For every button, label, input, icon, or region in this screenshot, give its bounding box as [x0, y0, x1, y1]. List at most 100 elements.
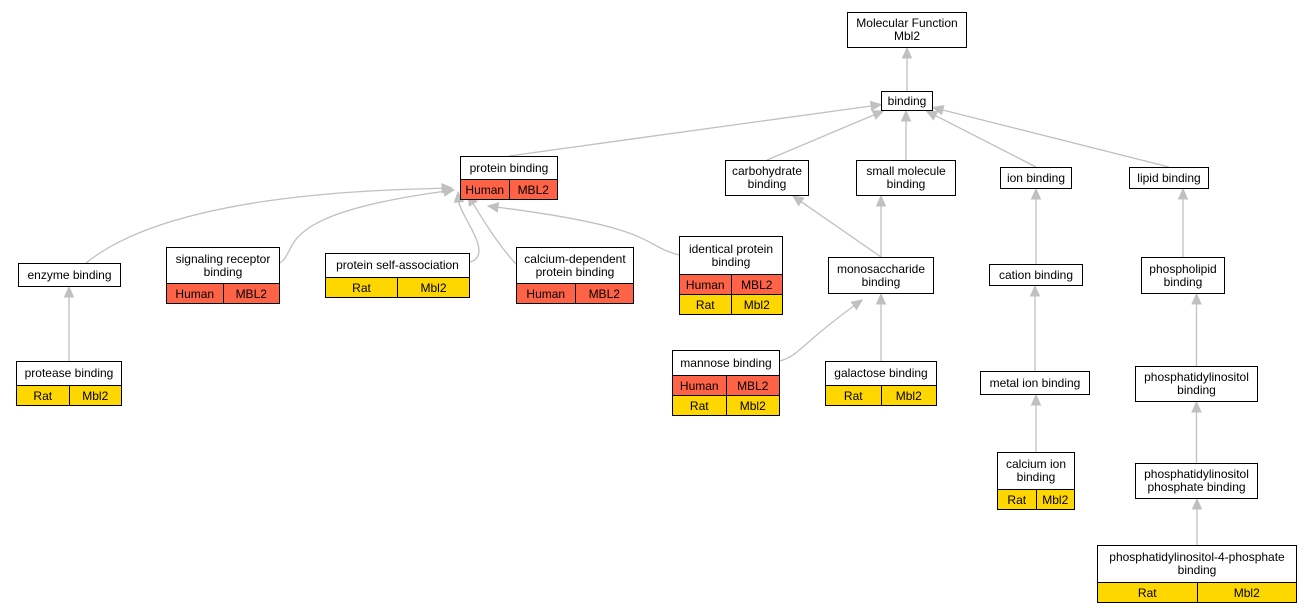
species-cell: Human	[679, 378, 719, 393]
node-cation-binding[interactable]: cation binding	[989, 264, 1083, 286]
gene-cell: MBL2	[725, 376, 780, 395]
node-label: lipid binding	[1137, 170, 1201, 185]
species-cell: Rat	[689, 398, 709, 413]
edge-mannose-binding-to-monosaccharide-binding-arrowhead	[850, 299, 863, 311]
species-cell: Human	[465, 182, 505, 197]
edge-monosaccharide-binding-to-carbohydrate-binding-arrowhead	[791, 195, 805, 207]
species-cell: Rat	[352, 280, 371, 295]
gene-cell: Mbl2	[397, 278, 469, 297]
species-cell: Rat	[33, 388, 53, 403]
annotation-row-rat: Rat Mbl2	[673, 395, 779, 415]
node-ion-binding[interactable]: ion binding	[1000, 167, 1072, 189]
edge-protease-binding-to-enzyme-binding-arrowhead	[63, 285, 75, 298]
edge-mannose-binding-to-monosaccharide-binding	[779, 305, 855, 362]
edge-protein-binding-to-binding-arrowhead	[869, 100, 883, 112]
edge-cation-binding-to-ion-binding-arrowhead	[1030, 187, 1042, 200]
species-cell: Rat	[1137, 585, 1157, 600]
gene-cell: Mbl2	[1035, 490, 1075, 509]
gene-cell: Mbl2	[880, 386, 937, 405]
node-label: galactose binding	[834, 366, 928, 380]
node-label: cation binding	[998, 267, 1074, 282]
edge-enzyme-binding-to-protein-binding	[85, 187, 443, 264]
species-cell: Rat	[843, 388, 863, 403]
species-cell: Rat	[695, 297, 715, 312]
edge-binding-to-mf-arrowhead	[901, 46, 913, 59]
gene-cell: Mbl2	[68, 386, 122, 405]
node-enzyme-binding[interactable]: enzyme binding	[18, 263, 121, 287]
node-binding[interactable]: binding	[881, 91, 933, 111]
annotation-row-human: Human MBL2	[673, 375, 779, 395]
annotation-row-rat: Rat Mbl2	[1098, 582, 1296, 602]
edge-galactose-binding-to-monosaccharide-binding-arrowhead	[875, 292, 887, 305]
species-cell: Rat	[1007, 492, 1027, 507]
gene-cell: MBL2	[508, 180, 558, 199]
gene-cell: Mbl2	[725, 396, 780, 415]
annotation-row-rat: Rat Mbl2	[680, 294, 782, 314]
edge-metal-ion-binding-to-cation-binding-arrowhead	[1029, 284, 1041, 297]
annotation-row-human: Human MBL2	[517, 283, 633, 303]
edge-protein-binding-to-binding	[508, 105, 872, 157]
edge-monosaccharide-binding-to-carbohydrate-binding	[800, 201, 882, 258]
edge-monosaccharide-binding-to-small-molecule-binding-arrowhead	[875, 194, 887, 207]
node-metal-ion-binding[interactable]: metal ion binding	[980, 371, 1090, 395]
species-cell: Human	[526, 286, 566, 301]
edge-protein-self-association-to-protein-binding	[458, 201, 480, 263]
edge-lipid-binding-to-binding-arrowhead	[931, 105, 945, 116]
gene-cell: Mbl2	[1196, 583, 1297, 602]
edge-signaling-receptor-binding-to-protein-binding	[279, 190, 445, 264]
node-label: mannose binding	[680, 355, 772, 370]
edge-phosphatidylinositol-binding-to-phospholipid-binding-arrowhead	[1191, 292, 1202, 305]
species-cell: Human	[685, 277, 725, 292]
edge-calcium-dependent-protein-binding-to-protein-binding	[472, 203, 517, 265]
species-cell: Human	[175, 286, 215, 301]
node-lipid-binding[interactable]: lipid binding	[1129, 167, 1209, 189]
edge-calcium-ion-binding-to-metal-ion-binding-arrowhead	[1030, 393, 1042, 406]
edge-small-molecule-binding-to-binding-arrowhead	[900, 109, 912, 122]
gene-cell: MBL2	[574, 284, 634, 303]
node-label: enzyme binding	[27, 267, 112, 282]
edge-phospholipid-binding-to-lipid-binding-arrowhead	[1177, 187, 1189, 200]
node-label: protein binding	[469, 160, 549, 175]
edge-carbohydrate-binding-to-binding	[766, 114, 875, 161]
edge-identical-protein-binding-to-protein-binding	[497, 206, 680, 256]
annotation-row-rat: Rat Mbl2	[826, 385, 936, 405]
annotation-row-rat: Rat Mbl2	[998, 489, 1074, 509]
node-label: binding	[887, 93, 927, 108]
node-label: metal ion binding	[989, 375, 1081, 390]
edge-phosphatidylinositol-phosphate-binding-to-phosphatidylinositol-binding-arrowhead	[1191, 400, 1202, 413]
gene-cell: Mbl2	[730, 295, 783, 314]
node-label: protein self-association	[336, 258, 459, 272]
